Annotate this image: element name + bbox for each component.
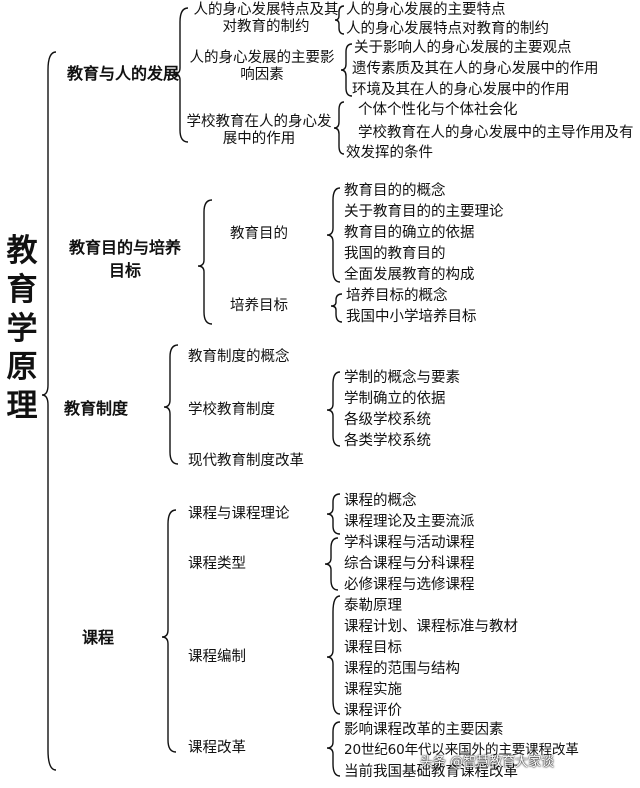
item-1-3-2: 学校教育在人的身心发展中的主导作用及有效发挥的条件 xyxy=(346,125,634,161)
item-3-2-3: 各级学校系统 xyxy=(344,412,431,428)
brace-section-4 xyxy=(161,509,177,753)
topic-2-1: 教育目的 xyxy=(230,226,288,242)
brace-topic-4-4 xyxy=(326,721,341,777)
root-title-text: 教育学原理 xyxy=(2,232,42,426)
section-4-title: 课程 xyxy=(82,628,115,647)
section-3-title: 教育制度 xyxy=(64,399,129,418)
root-title-char: 学 xyxy=(6,310,38,347)
item-4-4-1: 影响课程改革的主要因素 xyxy=(344,722,504,738)
brace-topic-4-3 xyxy=(326,595,341,715)
item-1-2-1: 关于影响人的身心发展的主要观点 xyxy=(354,40,572,56)
brace-section-1 xyxy=(173,7,189,143)
brace-topic-3-2 xyxy=(326,371,341,447)
item-2-1-5: 全面发展教育的构成 xyxy=(344,267,475,283)
item-2-1-1: 教育目的的概念 xyxy=(344,183,446,199)
brace-section-2 xyxy=(197,199,213,325)
item-1-1-2: 人的身心发展特点对教育的制约 xyxy=(346,21,549,37)
item-1-2-3: 环境及其在人的身心发展中的作用 xyxy=(352,82,570,98)
item-2-2-1: 培养目标的概念 xyxy=(346,288,448,304)
topic-1-3: 学校教育在人的身心发展中的作用 xyxy=(186,114,332,148)
item-4-4-3: 当前我国基础教育课程改革 xyxy=(344,764,518,780)
item-1-1-1: 人的身心发展的主要特点 xyxy=(346,2,506,18)
root-title: 教育学原理 xyxy=(2,232,42,426)
item-4-2-2: 综合课程与分科课程 xyxy=(344,556,475,572)
brace-topic-1-3 xyxy=(333,101,345,155)
item-2-1-4: 我国的教育目的 xyxy=(344,246,446,262)
brace-topic-4-1 xyxy=(326,493,341,535)
item-4-1-2: 课程理论及主要流派 xyxy=(344,514,475,530)
item-1-3-1: 个体个性化与个体社会化 xyxy=(358,102,518,118)
topic-3-3: 现代教育制度改革 xyxy=(188,453,304,469)
topic-4-2: 课程类型 xyxy=(188,556,246,572)
item-4-3-6: 课程评价 xyxy=(344,703,402,719)
brace-topic-4-2 xyxy=(324,537,339,591)
item-2-1-2: 关于教育目的的主要理论 xyxy=(344,204,504,220)
topic-3-2: 学校教育制度 xyxy=(188,402,275,418)
item-3-2-2: 学制确立的依据 xyxy=(344,391,446,407)
section-2-title: 教育目的与培养目标 xyxy=(68,238,181,281)
root-title-char: 理 xyxy=(6,388,38,424)
item-4-3-5: 课程实施 xyxy=(344,682,402,698)
item-4-3-4: 课程的范围与结构 xyxy=(344,661,460,677)
item-4-3-3: 课程目标 xyxy=(344,640,402,656)
brace-topic-1-1 xyxy=(334,5,345,35)
item-4-4-2: 20世纪60年代以来国外的主要课程改革 xyxy=(344,742,579,758)
brace-topic-2-1 xyxy=(326,187,341,283)
item-2-1-3: 教育目的确立的依据 xyxy=(344,225,475,241)
item-4-2-1: 学科课程与活动课程 xyxy=(344,535,475,551)
root-title-char: 育 xyxy=(6,271,38,308)
item-4-2-3: 必修课程与选修课程 xyxy=(344,577,475,593)
topic-2-2: 培养目标 xyxy=(230,298,288,314)
root-title-char: 原 xyxy=(6,349,38,386)
item-1-2-2: 遗传素质及其在人的身心发展中的作用 xyxy=(352,61,599,77)
root-title-char: 教 xyxy=(6,233,38,269)
item-4-3-2: 课程计划、课程标准与教材 xyxy=(344,619,518,635)
item-3-2-4: 各类学校系统 xyxy=(344,433,431,449)
topic-4-1: 课程与课程理论 xyxy=(188,506,290,522)
brace-root xyxy=(41,51,57,771)
topic-1-1: 人的身心发展特点及其对教育的制约 xyxy=(193,2,339,36)
watermark: 头条 @智慧教育大家谈 xyxy=(420,755,555,770)
item-4-3-1: 泰勒原理 xyxy=(344,598,402,614)
brace-topic-2-2 xyxy=(330,293,343,323)
item-2-2-2: 我国中小学培养目标 xyxy=(346,309,477,325)
topic-3-1: 教育制度的概念 xyxy=(188,349,290,365)
item-4-1-1: 课程的概念 xyxy=(344,493,417,509)
item-3-2-1: 学制的概念与要素 xyxy=(344,370,460,386)
topic-4-4: 课程改革 xyxy=(188,740,246,756)
section-1-title: 教育与人的发展 xyxy=(66,64,179,83)
brace-topic-1-2 xyxy=(340,43,353,97)
topic-4-3: 课程编制 xyxy=(188,649,246,665)
topic-1-2: 人的身心发展的主要影响因素 xyxy=(189,50,335,84)
brace-section-3 xyxy=(163,344,179,465)
